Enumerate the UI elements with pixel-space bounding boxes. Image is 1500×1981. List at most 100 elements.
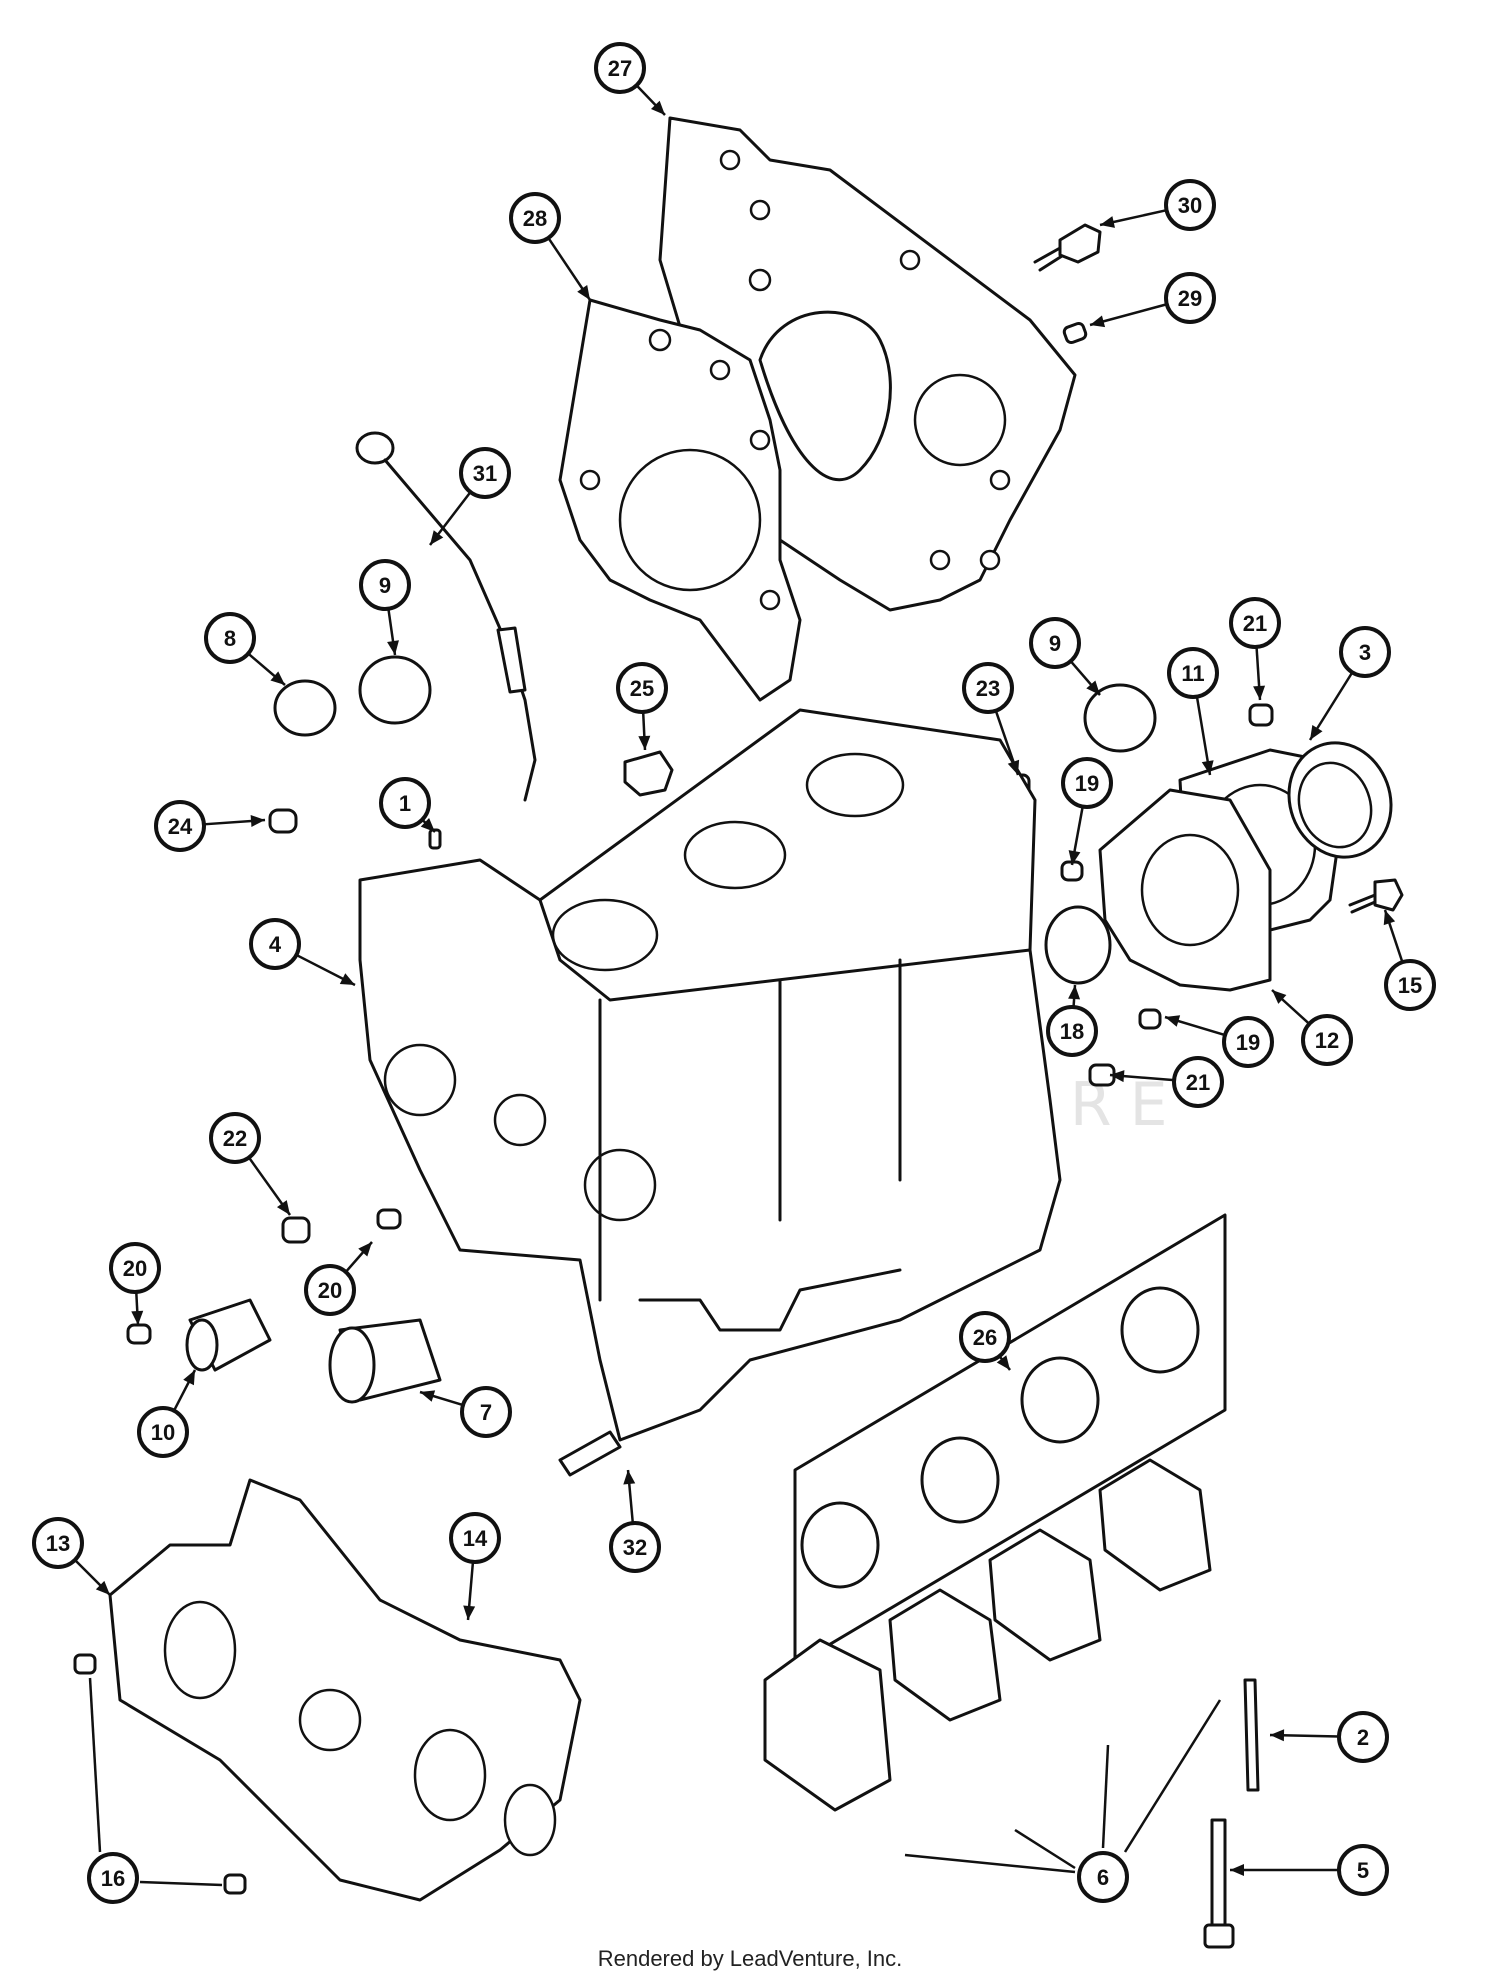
footer-credit: Rendered by LeadVenture, Inc. — [597, 1946, 903, 1971]
part-plate-gasket — [558, 298, 802, 702]
callout-number: 19 — [1075, 771, 1099, 796]
callout-number: 18 — [1060, 1019, 1084, 1044]
callout-number: 25 — [630, 676, 654, 701]
callout-arrowhead — [1230, 1864, 1244, 1876]
callout-number: 12 — [1315, 1028, 1339, 1053]
callout-number: 29 — [1178, 286, 1202, 311]
callout-32: 32 — [609, 1469, 661, 1573]
callout-circle — [154, 800, 206, 852]
callout-circle — [1029, 617, 1081, 669]
part-plug-18 — [1044, 905, 1112, 985]
part-bolt-30 — [1033, 223, 1102, 272]
callout-arrowhead — [1253, 685, 1266, 700]
part-bolt-16-upper — [73, 1653, 97, 1675]
callout-19: 19 — [1061, 757, 1113, 866]
callout-11: 11 — [1167, 647, 1219, 776]
part-stud-2 — [1243, 1678, 1260, 1792]
callout-circle — [1339, 626, 1391, 678]
callout-number: 20 — [318, 1278, 342, 1303]
callout-arrowhead — [1272, 990, 1287, 1004]
callout-16: 16 — [87, 1852, 139, 1904]
callout-arrowhead — [131, 1310, 144, 1325]
callout-arrowhead — [420, 1390, 436, 1402]
callout-arrowhead — [339, 973, 355, 985]
callout-6-leaders — [904, 1699, 1222, 1874]
callout-number: 31 — [473, 461, 497, 486]
callout-number: 8 — [224, 626, 236, 651]
callout-arrowhead — [1165, 1015, 1181, 1027]
callout-circle — [1172, 1056, 1224, 1108]
callout-arrowhead — [1068, 850, 1081, 865]
callout-circle — [1229, 597, 1281, 649]
callout-13: 13 — [32, 1517, 111, 1596]
part-dowel-20-left — [126, 1323, 152, 1345]
callout-number: 9 — [379, 573, 391, 598]
callout-arrowhead — [358, 1242, 372, 1257]
part-dowel-21-top — [1248, 703, 1274, 727]
callout-circle — [594, 42, 646, 94]
callout-circle — [359, 559, 411, 611]
callout-23: 23 — [962, 662, 1020, 776]
callout-3: 3 — [1308, 626, 1391, 741]
callout-1: 1 — [379, 777, 436, 833]
callout-27: 27 — [594, 42, 666, 116]
part-dowel-29 — [1062, 321, 1088, 345]
callout-circle — [1164, 179, 1216, 231]
callout-arrowhead — [387, 640, 399, 655]
callout-number: 4 — [269, 932, 282, 957]
callout-number: 28 — [523, 206, 547, 231]
callout-19: 19 — [1164, 1015, 1274, 1068]
callout-circle — [609, 1521, 661, 1573]
callout-29: 29 — [1089, 272, 1216, 328]
callout-21: 21 — [1109, 1056, 1224, 1108]
callout-number: 24 — [168, 814, 193, 839]
callout-circle — [509, 192, 561, 244]
part-plug-22 — [281, 1216, 311, 1244]
callout-arrowhead — [577, 285, 590, 300]
callout-number: 15 — [1398, 973, 1422, 998]
callout-7: 7 — [419, 1386, 512, 1438]
callout-28: 28 — [509, 192, 592, 301]
callout-number: 26 — [973, 1325, 997, 1350]
callout-arrowhead — [1270, 1729, 1285, 1742]
callout-8: 8 — [204, 612, 286, 686]
callout-arrowhead — [1201, 760, 1214, 775]
callout-number: 1 — [399, 791, 411, 816]
part-bolt-16-lower — [223, 1873, 247, 1895]
callout-circle — [460, 1386, 512, 1438]
callout-number: 20 — [123, 1256, 147, 1281]
callout-circle — [87, 1852, 139, 1904]
callout-arrowhead — [638, 735, 651, 750]
callout-arrowhead — [463, 1605, 476, 1620]
callout-number: 30 — [1178, 193, 1202, 218]
part-oil-seal — [1287, 741, 1393, 859]
callout-circle — [459, 447, 511, 499]
callout-arrowhead — [996, 1355, 1010, 1370]
part-pin-1 — [428, 828, 442, 850]
part-dowel-20-right — [376, 1208, 402, 1230]
callout-circle — [449, 1512, 501, 1564]
callout-arrowhead — [1068, 985, 1081, 1000]
callout-number: 3 — [1359, 640, 1371, 665]
callout-number: 19 — [1236, 1030, 1260, 1055]
callout-arrowhead — [1007, 759, 1020, 775]
callout-number: 6 — [1097, 1865, 1109, 1890]
callout-circle — [1301, 1014, 1353, 1066]
callout-arrowhead — [1310, 724, 1323, 740]
callout-25: 25 — [616, 662, 668, 751]
callout-number: 27 — [608, 56, 632, 81]
callout-5: 5 — [1230, 1844, 1389, 1896]
part-main-bearings-set — [793, 1213, 1227, 1667]
part-bushing-10 — [185, 1298, 272, 1372]
callout-circle — [1222, 1016, 1274, 1068]
callout-20: 20 — [109, 1242, 161, 1326]
callout-arrowhead — [1090, 315, 1106, 328]
part-bolt-15 — [1348, 878, 1404, 914]
callout-circle — [204, 612, 256, 664]
callout-arrowhead — [1383, 910, 1396, 926]
callout-number: 14 — [463, 1526, 488, 1551]
callout-circle — [1337, 1844, 1389, 1896]
callout-circle — [1077, 1851, 1129, 1903]
callout-number: 21 — [1186, 1070, 1210, 1095]
